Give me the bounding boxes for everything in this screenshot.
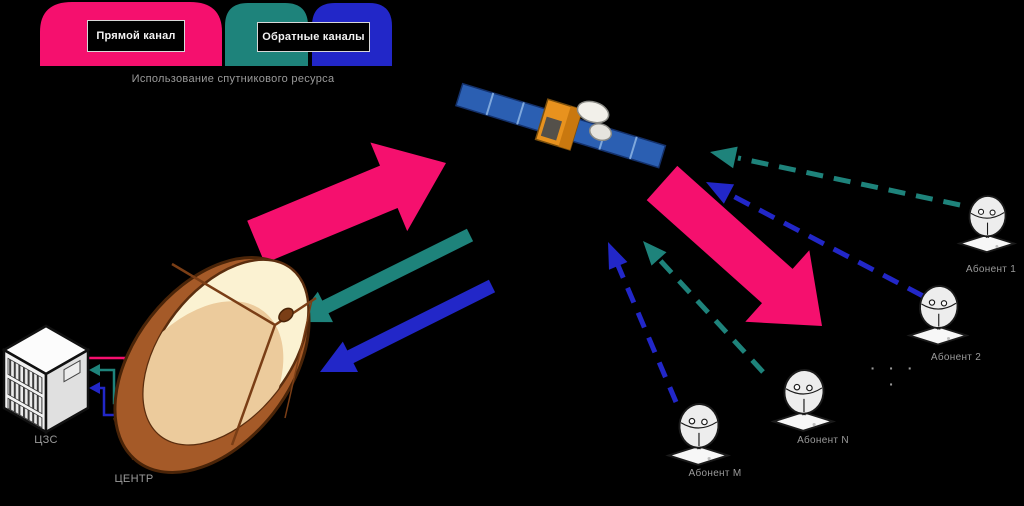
forward-uplink-arrow [247,142,446,264]
return-uplink-dashed-subM [608,242,679,403]
vsat-terminal-icon-1 [958,193,1016,254]
legend-return-label: Обратные каналы [257,22,370,52]
return-downlink-arrow-blue [320,279,496,372]
legend-caption: Использование спутникового ресурса [131,73,335,85]
satellite-icon [455,82,667,169]
subscriber-label-2: Абонент 2 [930,352,982,363]
return-uplink-dashed-sub1 [710,146,961,208]
hub-dish-icon [110,256,317,475]
hub-dish-label: ЦЕНТР [114,473,154,485]
vsat-terminal-icon-m [667,401,729,466]
legend-forward-label: Прямой канал [87,20,185,52]
return-uplink-dashed-subN [643,241,765,374]
subscriber-label-1: Абонент 1 [965,264,1017,275]
vsat-terminal-icon-n [772,367,834,432]
subscribers-ellipsis: · · · · [870,360,918,392]
return-uplink-dashed-sub2 [706,182,925,299]
subscriber-label-m: Абонент M [688,468,742,479]
return-downlink-arrow-teal [295,228,474,323]
forward-downlink-arrow [646,165,822,326]
subscriber-label-n: Абонент N [797,435,849,446]
hub-server-icon [1,324,91,435]
hub-server-label: ЦЗС [34,434,58,446]
